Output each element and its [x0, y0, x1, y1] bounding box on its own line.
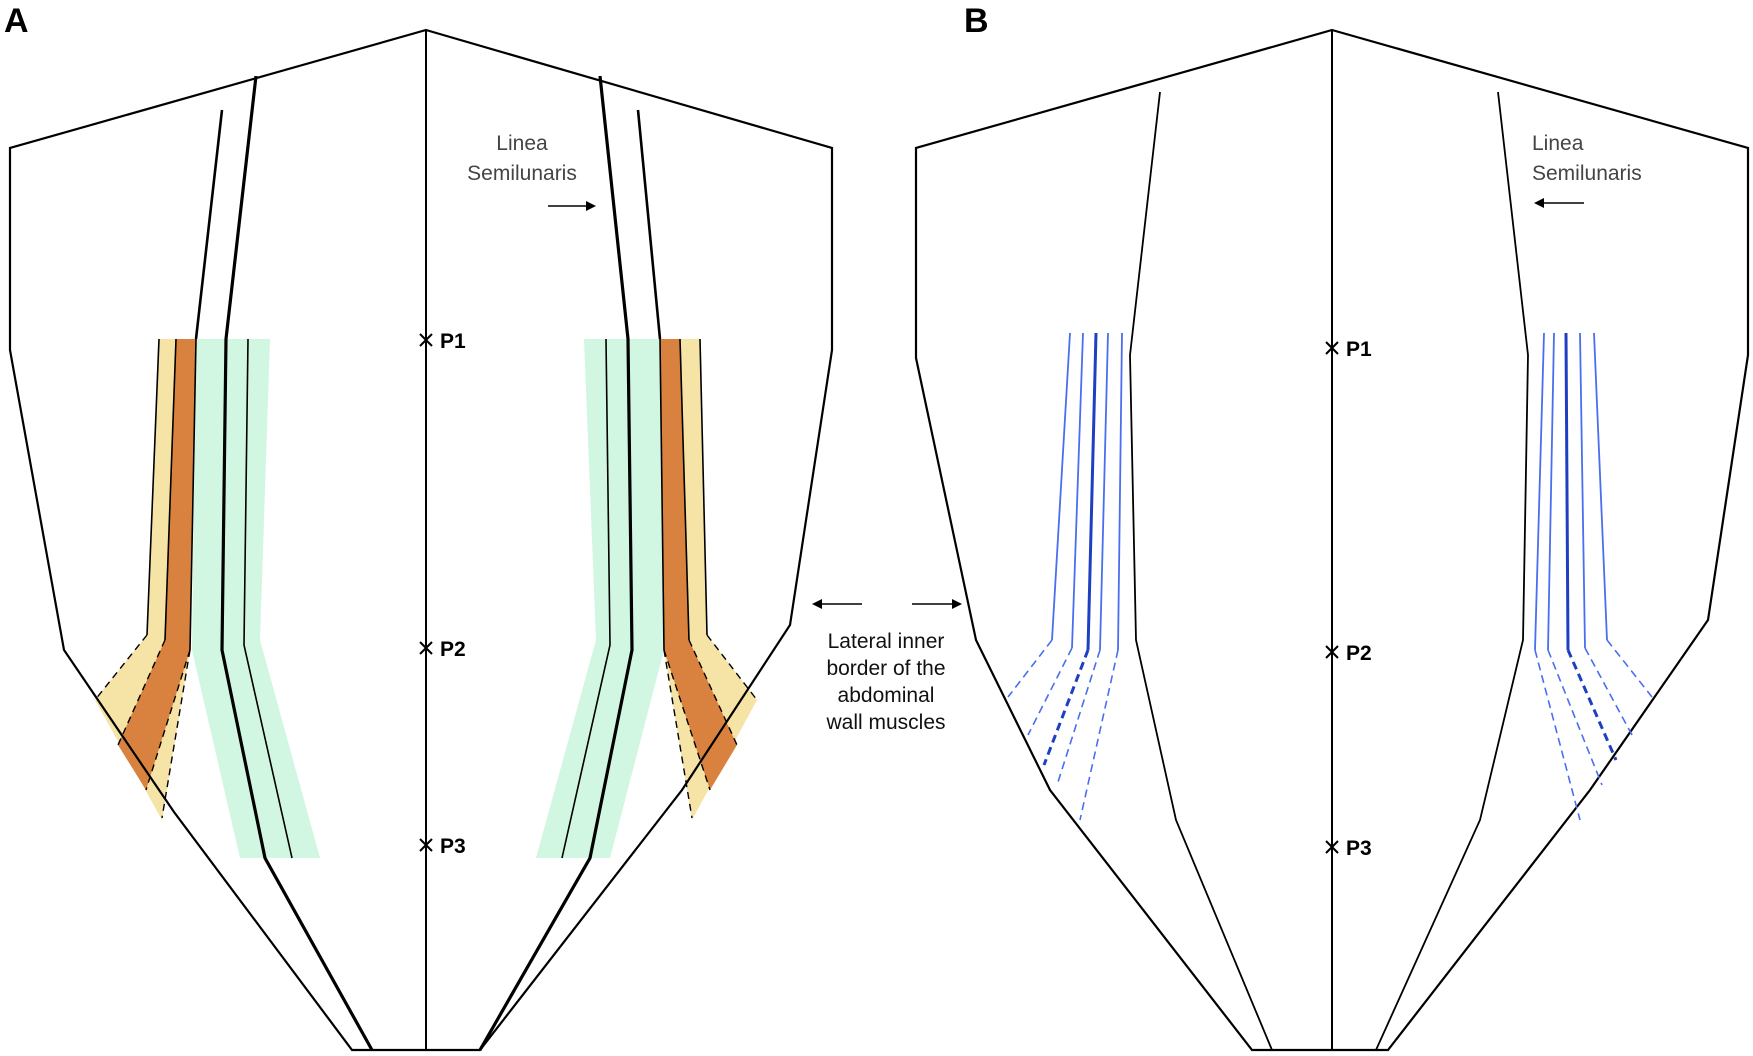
orange-zone-right [660, 339, 737, 790]
cross-mark-icon [419, 333, 433, 347]
zone-right-a [536, 338, 758, 859]
annotation-line1-b: Linea [1532, 132, 1584, 155]
cross-mark-icon [1325, 645, 1339, 659]
lateral-label-line3: abdominal [838, 684, 935, 707]
arrow-left-icon [1534, 198, 1584, 208]
abdomen-outline-a [8, 28, 834, 1052]
point-p1-a: P1 [440, 330, 466, 353]
arrow-left-icon [812, 599, 862, 609]
point-p3-b: P3 [1346, 837, 1372, 860]
panel-a-letter: A [4, 2, 29, 40]
panel-a: A [4, 2, 834, 1052]
lateral-border-label: Lateral inner border of the abdominal wa… [812, 599, 962, 734]
panel-b-letter: B [964, 2, 989, 40]
panel-b: B [914, 2, 1750, 1052]
lateral-label-line1: Lateral inner [828, 630, 945, 653]
abdomen-outline-b [914, 28, 1750, 1052]
cross-mark-icon [419, 641, 433, 655]
point-p1-b: P1 [1346, 338, 1372, 361]
points-a: P1 P2 P3 [419, 330, 466, 858]
annotation-line2-b: Semilunaris [1532, 162, 1642, 185]
orange-zone-left [118, 339, 196, 790]
linea-semilunaris-left-b [1129, 91, 1273, 1051]
zone-left-a [94, 338, 320, 859]
linea-semilunaris-right-b [1375, 91, 1529, 1051]
point-p3-a: P3 [440, 835, 466, 858]
lateral-label-line2: border of the [826, 657, 945, 680]
arrow-right-icon [548, 201, 596, 211]
linea-semilunaris-label-b: Linea Semilunaris [1532, 132, 1642, 208]
linea-semilunaris-left-a [194, 75, 374, 1051]
blue-lines-right-b [1534, 332, 1653, 821]
lateral-label-line4: wall muscles [825, 711, 945, 734]
linea-semilunaris-label-a: Linea Semilunaris [467, 132, 596, 211]
point-p2-a: P2 [440, 638, 466, 661]
cross-mark-icon [419, 838, 433, 852]
cross-mark-icon [1325, 840, 1339, 854]
annotation-line1-a: Linea [496, 132, 548, 155]
green-zone-right [536, 339, 664, 858]
points-b: P1 P2 P3 [1325, 338, 1372, 860]
arrow-right-icon [912, 599, 962, 609]
linea-semilunaris-right-a [478, 75, 662, 1051]
blue-lines-left-b [1007, 332, 1123, 821]
annotation-line2-a: Semilunaris [467, 162, 577, 185]
cross-mark-icon [1325, 341, 1339, 355]
green-zone-left [192, 339, 320, 858]
point-p2-b: P2 [1346, 642, 1372, 665]
